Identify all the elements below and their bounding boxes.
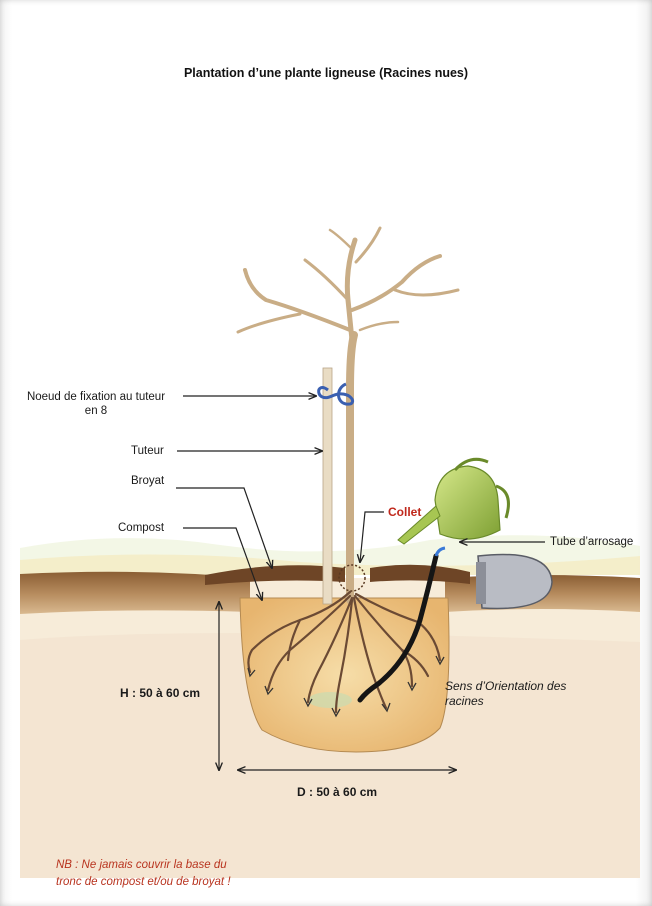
collet-label: Collet xyxy=(388,505,421,519)
orientation-label-line2: racines xyxy=(445,694,566,709)
knot-label-line2: en 8 xyxy=(21,404,171,418)
knot-label: Noeud de fixation au tuteur en 8 xyxy=(21,390,171,418)
depth-label: H : 50 à 60 cm xyxy=(120,686,200,700)
warning-note-line1: NB : Ne jamais couvrir la base du xyxy=(56,857,231,874)
watering-can-icon xyxy=(398,459,508,544)
orientation-label: Sens d’Orientation des racines xyxy=(445,679,566,709)
tube-label: Tube d’arrosage xyxy=(550,535,633,549)
stake-label: Tuteur xyxy=(131,444,164,458)
knot-label-line1: Noeud de fixation au tuteur xyxy=(21,390,171,404)
compost-label: Compost xyxy=(118,521,164,535)
mulch-label: Broyat xyxy=(131,474,164,488)
orientation-label-line1: Sens d’Orientation des xyxy=(445,679,566,694)
diameter-label: D : 50 à 60 cm xyxy=(297,785,377,799)
warning-note-line2: tronc de compost et/ou de broyat ! xyxy=(56,874,231,891)
stake xyxy=(323,368,332,604)
warning-note: NB : Ne jamais couvrir la base du tronc … xyxy=(56,857,231,891)
